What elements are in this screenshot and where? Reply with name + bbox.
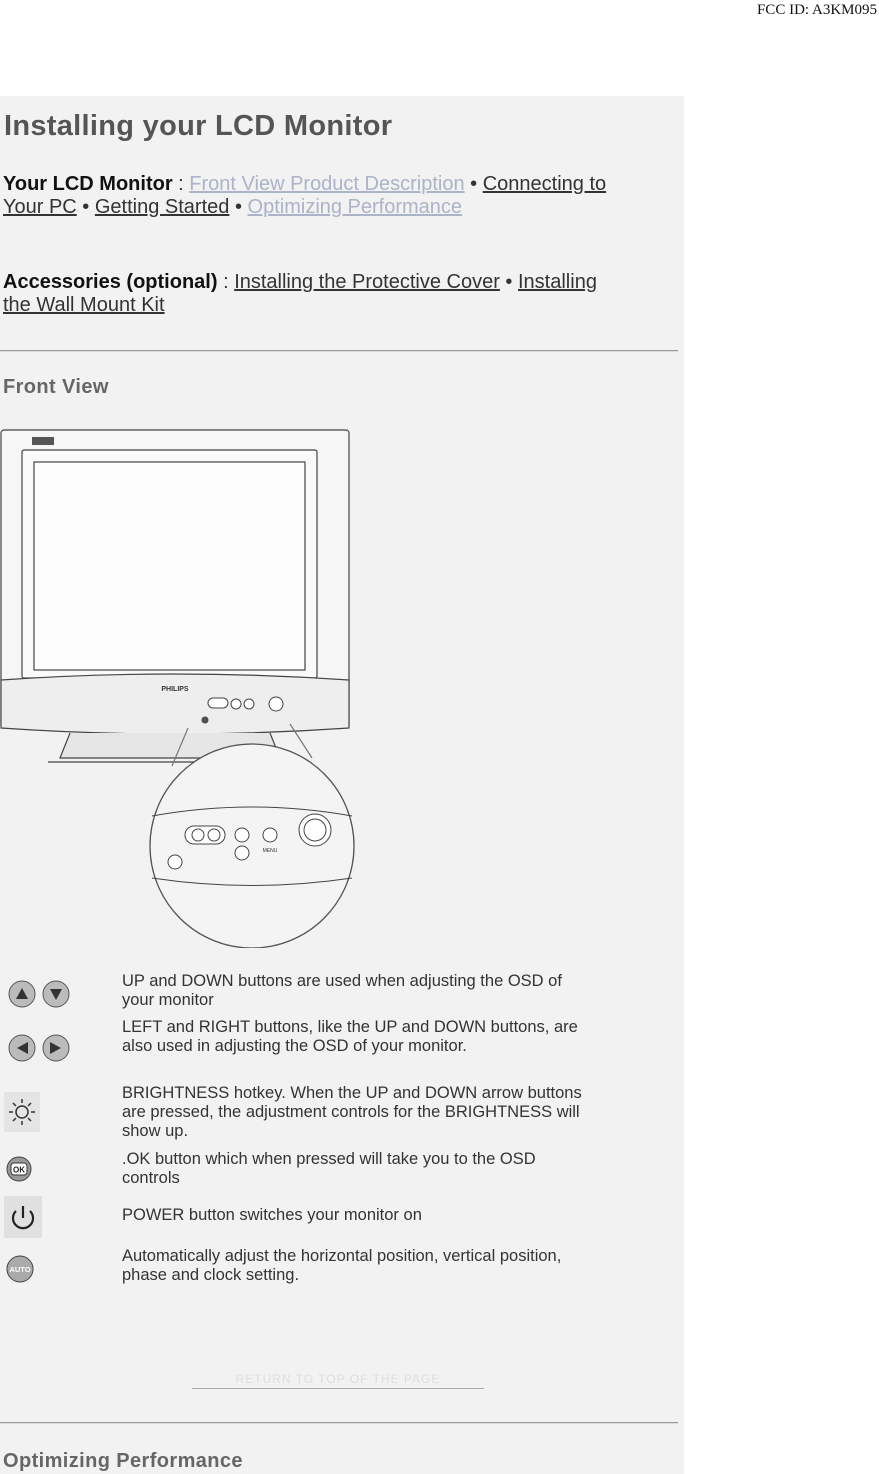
svg-text:OK: OK [13, 1166, 25, 1175]
link-connecting-pc[interactable]: Connecting to Your PC [3, 173, 607, 218]
link-wall-mount[interactable]: Installing the Wall Mount Kit [3, 271, 597, 316]
return-to-top-link[interactable]: RETURN TO TOP OF THE PAGE [192, 1372, 484, 1389]
svg-text:AUTO: AUTO [9, 1265, 30, 1274]
brand-label: PHILIPS [161, 686, 189, 693]
control-text: LEFT and RIGHT buttons, like the UP and … [122, 1018, 578, 1055]
accessories-sep: : [217, 271, 235, 293]
content-panel [0, 96, 684, 1474]
optimizing-heading: Optimizing Performance [3, 1450, 243, 1472]
divider [0, 1422, 678, 1424]
divider [0, 350, 678, 352]
accessories-label: Accessories (optional) [3, 271, 218, 293]
link-protective-cover[interactable]: Installing the Protective Cover [234, 271, 500, 293]
control-text: .OK button which when pressed will take … [122, 1150, 536, 1187]
menu-label: MENU [263, 848, 278, 854]
fcc-id: FCC ID: A3KM095 [756, 2, 877, 18]
monitor-front-view-figure: PHILIPS MENU [0, 429, 355, 948]
ok-icon: OK [6, 1156, 32, 1182]
your-lcd-sep: : [172, 173, 190, 195]
link-getting-started[interactable]: Getting Started [94, 196, 230, 218]
your-lcd-label: Your LCD Monitor [3, 173, 173, 195]
brightness-icon [4, 1092, 40, 1132]
control-text: POWER button switches your monitor on [122, 1206, 422, 1224]
your-lcd-nav: Your LCD Monitor : Front View Product De… [3, 173, 607, 218]
link-front-view[interactable]: Front View Product Description [189, 173, 465, 195]
control-text: UP and DOWN buttons are used when adjust… [122, 972, 562, 1009]
monitor-badge [32, 437, 54, 445]
accessories-nav: Accessories (optional) : Installing the … [3, 271, 597, 316]
front-view-heading: Front View [3, 376, 109, 398]
up-down-arrow-icons [8, 980, 70, 1008]
control-text: BRIGHTNESS hotkey. When the UP and DOWN … [122, 1084, 582, 1140]
control-text: Automatically adjust the horizontal posi… [122, 1247, 562, 1284]
page-title: Installing your LCD Monitor [4, 110, 393, 142]
auto-icon: AUTO [6, 1255, 34, 1283]
left-right-arrow-icons [8, 1034, 70, 1062]
power-icon [4, 1196, 42, 1238]
link-optimizing[interactable]: Optimizing Performance [247, 196, 463, 218]
